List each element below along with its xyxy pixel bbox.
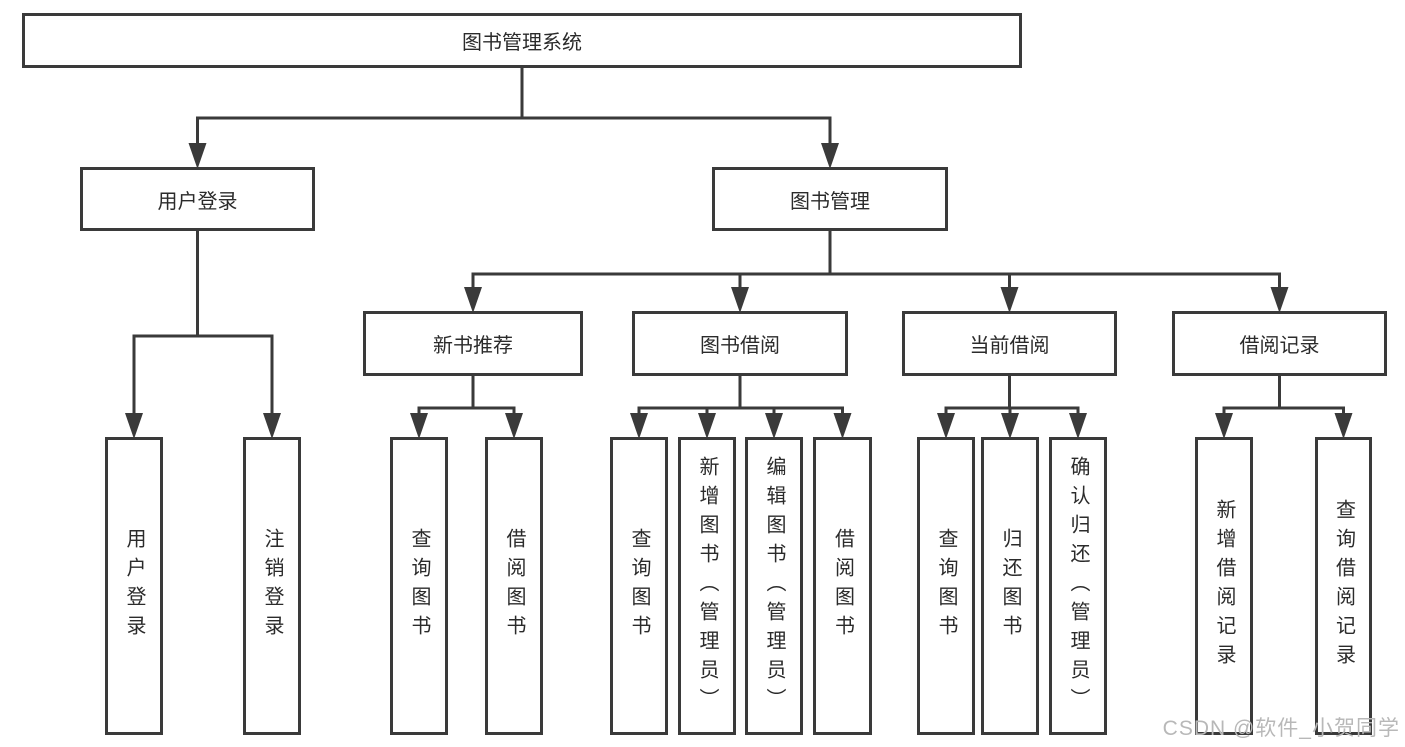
leaf-edit-books-admin: 编辑图书（管理员）	[745, 437, 803, 735]
leaf-add-books-admin: 新增图书（管理员）	[678, 437, 736, 735]
leaf-return-books: 归还图书	[981, 437, 1039, 735]
leaf-query-books-recommend: 查询图书	[390, 437, 448, 735]
leaf-borrow-books-recommend: 借阅图书	[485, 437, 543, 735]
node-new-book-recommendation: 新书推荐	[363, 311, 583, 376]
node-borrowing-records: 借阅记录	[1172, 311, 1387, 376]
leaf-add-borrow-record: 新增借阅记录	[1195, 437, 1253, 735]
leaf-query-borrow-record: 查询借阅记录	[1315, 437, 1372, 735]
leaf-confirm-return-admin: 确认归还（管理员）	[1049, 437, 1107, 735]
node-user-login: 用户登录	[80, 167, 315, 231]
node-book-management: 图书管理	[712, 167, 948, 231]
watermark-text: CSDN @软件_小贺同学	[1162, 717, 1400, 740]
leaf-query-books-current: 查询图书	[917, 437, 975, 735]
node-library-management-system: 图书管理系统	[22, 13, 1022, 68]
leaf-logout: 注销登录	[243, 437, 301, 735]
node-current-borrowing: 当前借阅	[902, 311, 1117, 376]
leaf-user-login: 用户登录	[105, 437, 163, 735]
leaf-borrow-books: 借阅图书	[813, 437, 872, 735]
node-book-borrowing: 图书借阅	[632, 311, 848, 376]
leaf-query-books-borrow: 查询图书	[610, 437, 668, 735]
